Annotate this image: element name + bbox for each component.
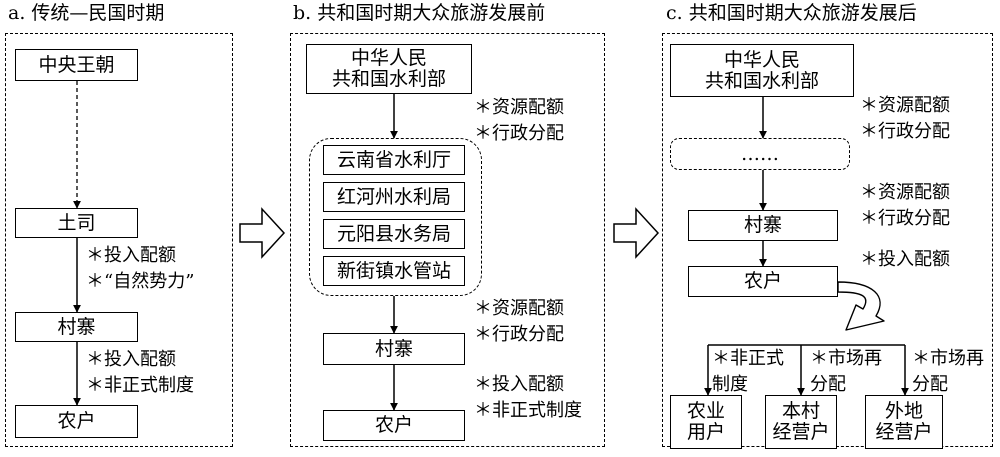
node-ministry-c: 中华人民 共和国水利部 [670, 44, 854, 97]
node-local-operators: 本村 经营户 [765, 395, 837, 449]
ellipsis-text: …… [741, 143, 779, 165]
panel-a-frame [5, 33, 233, 447]
note-tusi-village: ＊投入配额 ＊“自然势力” [86, 245, 195, 292]
node-ministry-b: 中华人民 共和国水利部 [306, 44, 472, 94]
node-honghe-water-bureau: 红河州水利局 [323, 182, 465, 212]
node-farmer-b: 农户 [323, 410, 465, 441]
node-ellipsis-c: …… [670, 138, 850, 170]
agency-group [309, 138, 482, 296]
node-agri-users: 农业 用户 [670, 395, 742, 449]
node-farmer-c: 农户 [688, 266, 838, 297]
note-informal-institution: ＊非正式 制度 [712, 348, 784, 395]
note-ministry-ellipsis-c: ＊资源配额 ＊行政分配 [860, 95, 950, 142]
node-central-dynasty: 中央王朝 [15, 49, 138, 81]
note-market-redistribution-1: ＊市场再 分配 [810, 348, 882, 395]
note-ministry-group-b: ＊资源配额 ＊行政分配 [474, 97, 564, 144]
node-yunnan-water-dept: 云南省水利厅 [323, 145, 465, 175]
note-village-farmer-c: ＊投入配额 [860, 249, 950, 270]
transition-arrow-a-b [239, 207, 286, 259]
node-village-c: 村寨 [688, 210, 838, 241]
panel-c-title: c. 共和国时期大众旅游发展后 [666, 2, 917, 24]
node-farmer-a: 农户 [15, 405, 138, 438]
panel-b-frame [290, 33, 605, 447]
node-village-b: 村寨 [323, 333, 465, 365]
transition-arrow-b-c [613, 207, 660, 259]
node-outside-operators: 外地 经营户 [865, 395, 943, 449]
node-xinjie-water-station: 新街镇水管站 [323, 256, 465, 286]
note-ellipsis-village-c: ＊资源配额 ＊行政分配 [860, 182, 950, 229]
note-village-farmer-a: ＊投入配额 ＊非正式制度 [86, 349, 194, 396]
panel-b-title: b. 共和国时期大众旅游发展前 [293, 2, 546, 24]
curved-hollow-arrow [837, 281, 885, 331]
note-market-redistribution-2: ＊市场再 分配 [912, 348, 984, 395]
node-yuanyang-water-bureau: 元阳县水务局 [323, 219, 465, 249]
node-tusi: 土司 [15, 208, 138, 238]
note-village-farmer-b: ＊投入配额 ＊非正式制度 [474, 374, 582, 421]
panel-a-title: a. 传统—民国时期 [8, 2, 165, 24]
node-village-a: 村寨 [15, 312, 138, 342]
note-group-village-b: ＊资源配额 ＊行政分配 [474, 298, 564, 345]
